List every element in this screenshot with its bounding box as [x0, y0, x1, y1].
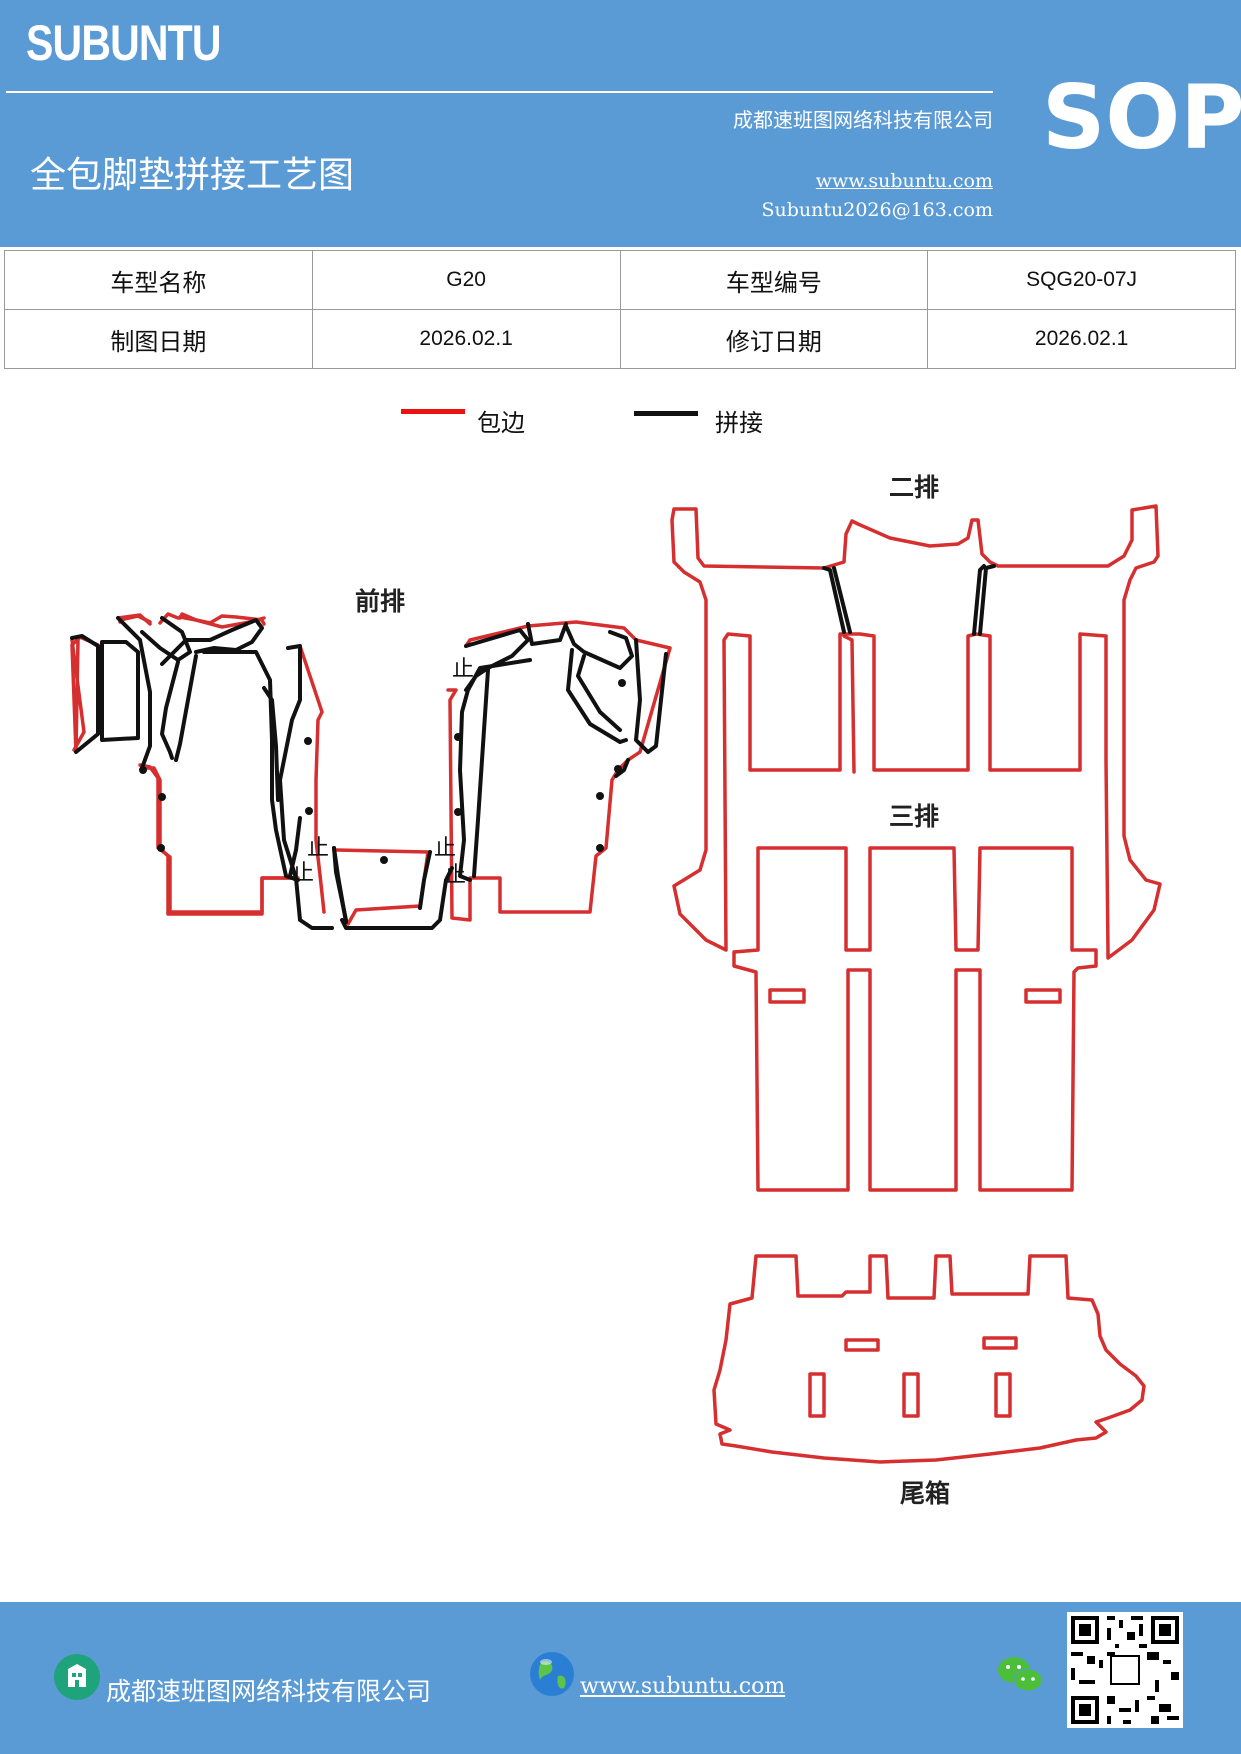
- front-left-side-edge: [70, 638, 326, 914]
- table-row: 车型名称 G20 车型编号 SQG20-07J: [4, 250, 1236, 310]
- stop-mark: 止: [307, 836, 329, 861]
- footer-website-link[interactable]: www.subuntu.com: [580, 1674, 786, 1699]
- website-link[interactable]: www.subuntu.com: [815, 170, 993, 192]
- table-cell: 修订日期: [619, 309, 929, 369]
- third-row-slot-right: [1024, 988, 1062, 1004]
- table-cell: SQG20-07J: [927, 250, 1236, 310]
- table-cell: 车型编号: [619, 250, 929, 310]
- legend-label-edge: 包边: [477, 409, 525, 437]
- stop-mark: 止: [452, 657, 474, 682]
- front-right-mat-edge: [446, 620, 672, 922]
- second-row-seams: [822, 564, 996, 636]
- globe-icon: [530, 1652, 574, 1696]
- table-cell: 制图日期: [4, 309, 313, 369]
- header-banner: SUBUNTU 成都速班图网络科技有限公司 全包脚垫拼接工艺图 www.subu…: [0, 0, 1241, 247]
- stop-mark: 止: [444, 863, 466, 888]
- stop-mark: 止: [292, 861, 314, 886]
- qr-code-image: [1067, 1612, 1183, 1728]
- second-row-inner-pads: [842, 634, 856, 774]
- document-title: 全包脚垫拼接工艺图: [30, 155, 355, 196]
- front-left-bottom-edge: [140, 766, 298, 916]
- section-label-front: 前排: [355, 587, 405, 616]
- trunk-slot: [844, 1338, 880, 1352]
- front-left-mat-edge: [70, 612, 300, 914]
- trunk-slot: [994, 1372, 1012, 1418]
- front-row-mats: 止 止 止 止 止 前排: [70, 587, 672, 930]
- mat-splicing-diagram: 止 止 止 止 止 前排 二排 三排 尾: [70, 473, 1162, 1508]
- table-cell: 车型名称: [4, 250, 313, 310]
- trunk-slot: [902, 1372, 920, 1418]
- wechat-icon[interactable]: [996, 1654, 1044, 1696]
- legend-swatch-edge: [401, 409, 465, 414]
- trunk-outline: [712, 1254, 1146, 1464]
- stop-mark: 止: [434, 836, 456, 861]
- footer-company-name: 成都速班图网络科技有限公司: [106, 1677, 432, 1706]
- third-row-outline: [732, 846, 1098, 1192]
- trunk-slot: [808, 1372, 826, 1418]
- trunk-mat: 尾箱: [712, 1254, 1146, 1508]
- legend-label-seam: 拼接: [715, 409, 763, 437]
- section-label-trunk: 尾箱: [900, 1479, 950, 1508]
- legend-swatch-seam: [634, 411, 698, 416]
- section-label-second: 二排: [889, 473, 939, 502]
- third-row-mat: 三排: [732, 802, 1098, 1192]
- sop-badge: SOP: [1042, 66, 1241, 169]
- front-right-seams: [340, 622, 668, 930]
- front-center-tunnel-seams: [332, 846, 432, 924]
- contact-email[interactable]: Subuntu2026@163.com: [761, 199, 993, 221]
- table-row: 制图日期 2026.02.1 修订日期 2026.02.1: [4, 309, 1236, 369]
- section-label-third: 三排: [889, 802, 939, 831]
- third-row-slot-left: [768, 988, 806, 1004]
- brand-logo: SUBUNTU: [26, 15, 222, 71]
- company-name: 成都速班图网络科技有限公司: [733, 108, 993, 132]
- second-row-outline: [670, 504, 1162, 960]
- trunk-slot: [982, 1336, 1018, 1350]
- table-cell: 2026.02.1: [927, 309, 1236, 369]
- table-cell: 2026.02.1: [311, 309, 621, 369]
- table-cell: G20: [311, 250, 621, 310]
- header-divider: [6, 91, 993, 93]
- footer-banner: 成都速班图网络科技有限公司 www.subuntu.com: [0, 1602, 1241, 1754]
- front-stitch-dots: [139, 679, 626, 864]
- second-row-mat: 二排: [670, 473, 1162, 960]
- building-icon: [54, 1654, 100, 1700]
- info-table: 车型名称 G20 车型编号 SQG20-07J 制图日期 2026.02.1 修…: [4, 250, 1236, 369]
